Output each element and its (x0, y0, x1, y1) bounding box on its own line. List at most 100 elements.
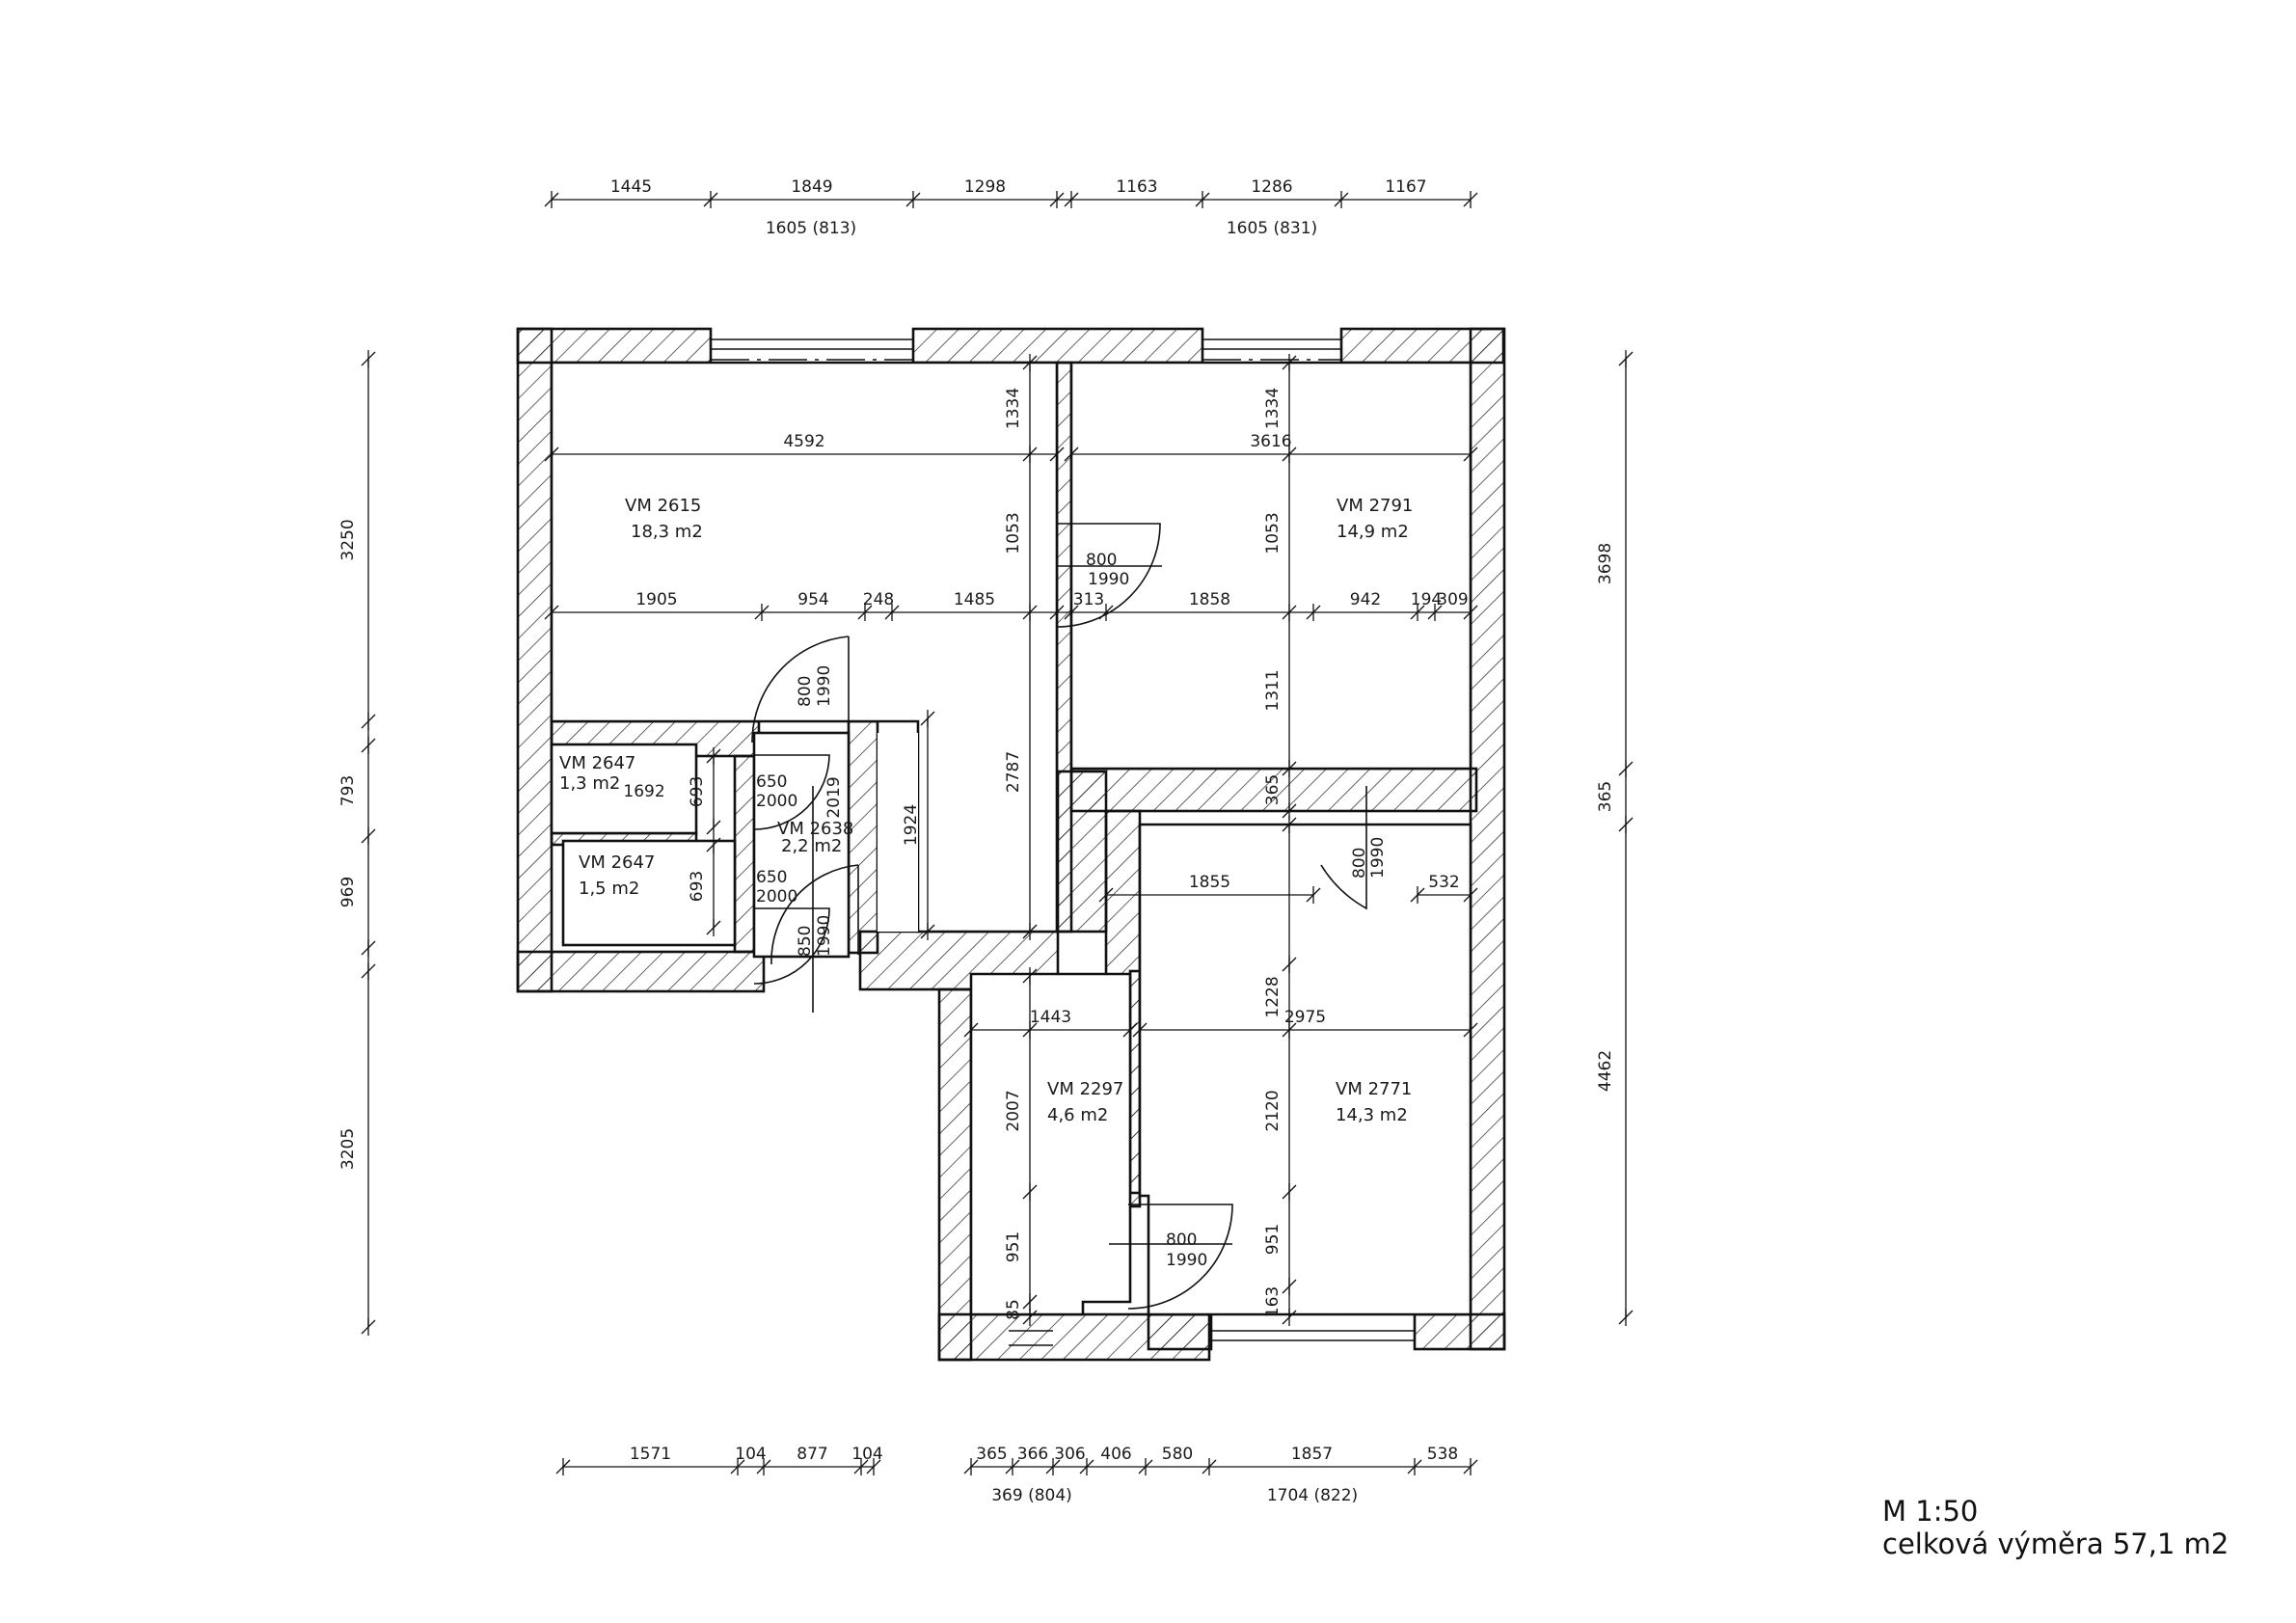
room-2638-id: VM 2638 (777, 819, 853, 839)
left-dim-label: 793 (338, 775, 358, 806)
room-2297-id: VM 2297 (1047, 1079, 1123, 1099)
top-dim-label: 1167 (1385, 177, 1426, 197)
dim-row-2615-2791-label: 194 (1411, 590, 1442, 609)
bottom-dim-right-label: 580 (1162, 1445, 1193, 1464)
dim-2771-height-label: 163 (1263, 1286, 1283, 1317)
door-1-width: 800 (1086, 551, 1117, 570)
door-7-height: 1990 (1166, 1251, 1207, 1270)
bottom-dim-right-label: 538 (1427, 1445, 1458, 1464)
bottom-dim-left-label: 877 (797, 1445, 827, 1464)
right-dim-label: 365 (1596, 781, 1615, 812)
room-2771-outline (1138, 823, 1472, 1316)
top-dim-label: 1286 (1251, 177, 1292, 197)
dim-2771-width-2-label: 532 (1428, 873, 1459, 892)
wall-top-1 (516, 327, 713, 365)
bottom-dim-right-label: 306 (1054, 1445, 1085, 1464)
right-dim-label: 4462 (1596, 1050, 1615, 1092)
wall-2791-bottom (1069, 767, 1478, 813)
door-3-height: 2000 (756, 792, 797, 811)
wall-top-2 (911, 327, 1204, 365)
room-2791-outline (1069, 361, 1472, 771)
door-5-width: 850 (796, 926, 815, 957)
wall-bottom-2 (1147, 1312, 1213, 1351)
dim-2297-width-label: 1443 (1030, 1008, 1071, 1027)
wall-bottom-left (516, 950, 766, 993)
top-dim-label: 1445 (610, 177, 652, 197)
door-swings (751, 523, 1367, 1310)
dim-2771-height-label: 2120 (1263, 1090, 1283, 1131)
dim-2615-width-label: 4592 (783, 432, 824, 451)
door-7-width: 800 (1166, 1231, 1197, 1250)
dim-2791-height-label: 1053 (1263, 512, 1283, 554)
room-2615-id: VM 2615 (625, 496, 701, 516)
door-2-height: 1990 (815, 665, 834, 707)
dim-2771-height-label: 951 (1263, 1224, 1283, 1255)
room-labels: VM 2615 18,3 m2 VM 2791 14,9 m2 VM 2647 … (559, 496, 1413, 1125)
total-area-label: celková výměra 57,1 m2 (1882, 1528, 2229, 1560)
dim-2615-height-label: 1334 (1004, 388, 1023, 429)
wall-left-outer (516, 327, 554, 993)
top-dim-label: 1163 (1116, 177, 1157, 197)
dimension-lines: 1445 1849 1298 1163 1286 1167 1605 (813) 1605 (… (338, 177, 1634, 1505)
door-6-height: 1990 (1368, 837, 1388, 879)
bottom-opening-label-2: 1704 (822) (1267, 1486, 1358, 1505)
dim-row-2615-2791-label: 313 (1073, 590, 1104, 609)
dim-row-2615-2791-label: 309 (1437, 590, 1468, 609)
left-dim-label: 3205 (338, 1128, 358, 1170)
door-3-width: 650 (756, 772, 787, 792)
bottom-dim-left-label: 104 (735, 1445, 766, 1464)
scale-label: M 1:50 (1882, 1495, 1979, 1528)
room-2615-area: 18,3 m2 (631, 522, 703, 542)
top-opening-label-2: 1605 (831) (1227, 219, 1317, 238)
dim-2771-width-1-label: 1855 (1189, 873, 1230, 892)
room-2638-area: 2,2 m2 (781, 836, 842, 856)
room-2638-outline (752, 731, 851, 959)
top-opening-label-1: 1605 (813) (766, 219, 856, 238)
dim-2615-height-label: 2787 (1004, 751, 1023, 793)
door-2-width: 800 (796, 676, 815, 707)
walls (516, 327, 1506, 1362)
dim-small-b-height-label: 693 (688, 871, 707, 902)
room-2771-area: 14,3 m2 (1336, 1105, 1408, 1125)
dim-row-2615-2791-label: 248 (863, 590, 894, 609)
right-dim-label: 3698 (1596, 543, 1615, 584)
bottom-dim-right-label: 365 (976, 1445, 1007, 1464)
wall-small-rooms-right (733, 754, 756, 954)
left-dim-label: 3250 (338, 519, 358, 560)
plan-legend: M 1:50 celková výměra 57,1 m2 (1882, 1495, 2228, 1560)
dim-row-2615-2791-label: 1905 (635, 590, 677, 609)
room-2771-id: VM 2771 (1336, 1079, 1412, 1099)
room-2647a-outline (550, 743, 698, 835)
dim-2791-height-label: 1311 (1263, 669, 1283, 711)
dim-2297-height-label: 85 (1004, 1299, 1023, 1320)
dim-2791-height-label: 365 (1263, 774, 1283, 805)
wall-bottom-3 (1413, 1312, 1506, 1351)
room-2297-area: 4,6 m2 (1047, 1105, 1108, 1125)
room-2791-area: 14,9 m2 (1337, 522, 1409, 542)
dim-2791-width-label: 3616 (1250, 432, 1291, 451)
top-dim-label: 1298 (964, 177, 1006, 197)
dim-row-2615-2791-label: 942 (1350, 590, 1381, 609)
top-dim-label: 1849 (791, 177, 832, 197)
door-4-width: 650 (756, 868, 787, 887)
dim-small-width-label: 1692 (623, 782, 664, 801)
dim-small-a-height-label: 693 (688, 776, 707, 807)
dim-2615-corridor-label: 1924 (902, 804, 921, 846)
dim-2297-height-label: 951 (1004, 1231, 1023, 1262)
dim-2771-width-full-label: 2975 (1284, 1008, 1326, 1027)
bottom-dim-right-label: 1857 (1291, 1445, 1333, 1464)
dim-row-2615-2791-label: 1485 (954, 590, 995, 609)
dim-2771-height-label: 1228 (1263, 976, 1283, 1017)
door-6-width: 800 (1350, 848, 1369, 879)
dim-small-2638-height: 2019 (824, 776, 844, 818)
bottom-dim-left-label: 104 (851, 1445, 882, 1464)
room-2647b-id: VM 2647 (579, 852, 655, 873)
dim-row-2615-2791-label: 1858 (1189, 590, 1230, 609)
left-dim-label: 969 (338, 877, 358, 907)
door-1-height: 1990 (1088, 570, 1129, 589)
dim-2297-height-label: 2007 (1004, 1090, 1023, 1131)
room-2647b-outline (561, 839, 737, 947)
dim-2791-height-label: 1334 (1263, 388, 1283, 429)
dim-row-2615-2791-label: 954 (797, 590, 828, 609)
